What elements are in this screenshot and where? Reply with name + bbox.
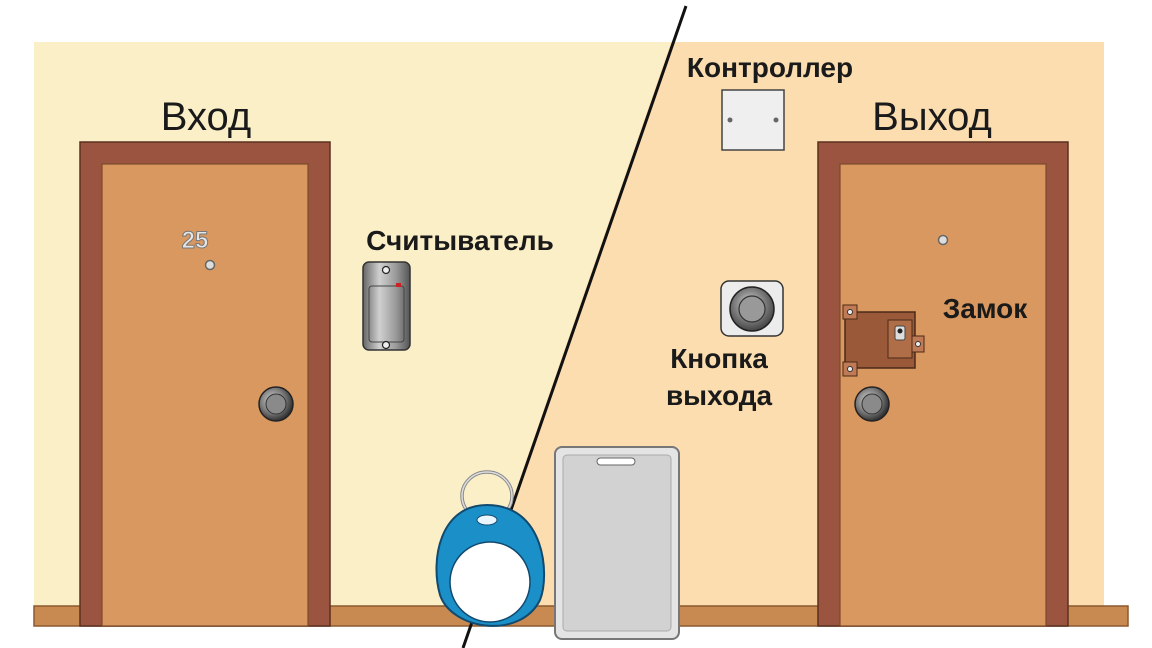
entrance-door: 25 <box>79 141 331 627</box>
exit-button <box>720 280 784 337</box>
card-reader <box>362 261 411 351</box>
exit-button-label-line2: выхода <box>666 380 773 411</box>
exit-door <box>817 141 1069 627</box>
exit-button-label-line1: Кнопка <box>670 343 768 374</box>
access-card <box>554 446 680 640</box>
controller-label: Контроллер <box>687 52 853 83</box>
lock-device <box>842 304 925 377</box>
exit-label: Выход <box>872 95 992 139</box>
peephole <box>937 234 949 246</box>
door-number: 25 <box>182 227 209 254</box>
lock-label: Замок <box>943 293 1029 324</box>
reader-label: Считыватель <box>366 225 554 256</box>
key-fob <box>435 470 546 627</box>
entrance-label: Вход <box>161 95 252 139</box>
controller-box <box>721 89 785 151</box>
peephole <box>204 259 216 271</box>
